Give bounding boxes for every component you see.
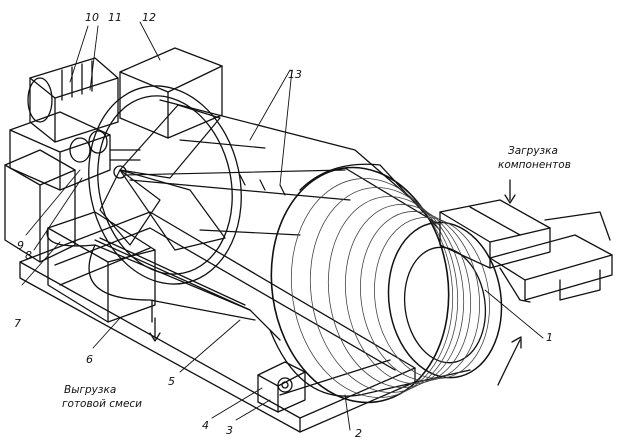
unloading-caption-line-1: Выгрузка xyxy=(64,384,117,396)
rotation-arrow xyxy=(497,336,522,386)
mixing-blades xyxy=(99,104,351,251)
label-3: 3 xyxy=(226,424,233,437)
label-1: 1 xyxy=(546,331,553,344)
label-4: 4 xyxy=(202,419,209,432)
leader-lines xyxy=(21,21,544,431)
control-box xyxy=(119,47,223,139)
front-drum xyxy=(269,163,503,404)
load-arrow xyxy=(504,179,516,204)
unload-arrow xyxy=(149,317,161,342)
feed-conveyor xyxy=(489,211,613,303)
label-10: 10 xyxy=(85,11,99,24)
loading-caption-line-2: компонентов xyxy=(498,159,571,171)
bearing-support xyxy=(257,361,306,413)
drive-pedestal xyxy=(4,149,76,263)
label-7: 7 xyxy=(14,317,21,330)
label-6: 6 xyxy=(86,353,93,366)
discharge-trough xyxy=(46,227,256,323)
label-2: 2 xyxy=(355,427,362,440)
base-frame xyxy=(19,211,416,433)
label-12: 12 xyxy=(142,11,156,24)
loading-caption-line-1: Загрузка xyxy=(508,145,558,157)
label-5: 5 xyxy=(168,375,175,388)
mixer-drum xyxy=(88,85,441,341)
label-8: 8 xyxy=(25,249,32,262)
loading-hopper xyxy=(439,199,551,269)
label-13: 13 xyxy=(288,68,302,81)
label-11: 11 xyxy=(108,11,122,24)
unloading-caption-line-2: готовой смеси xyxy=(62,398,143,410)
label-9: 9 xyxy=(17,239,24,252)
electric-motor xyxy=(27,57,119,143)
